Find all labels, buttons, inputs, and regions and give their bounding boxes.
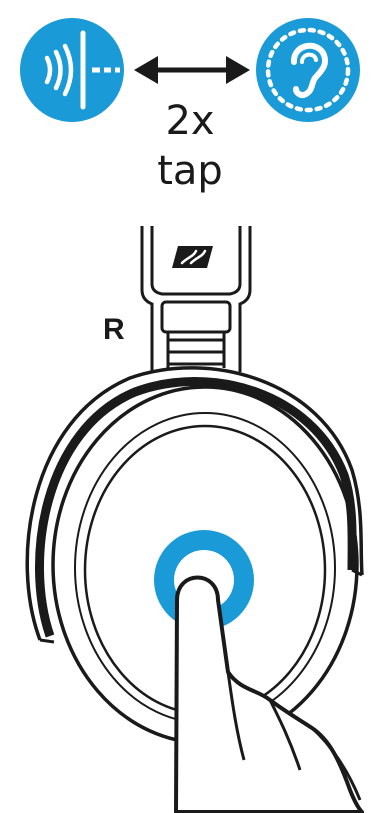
finger-icon — [176, 578, 362, 813]
tap-action-label: tap — [130, 148, 250, 194]
side-indicator-label: R — [103, 313, 125, 347]
brand-logo-icon — [172, 246, 213, 268]
double-arrow-icon — [134, 56, 250, 84]
transparency-sound-icon — [20, 18, 124, 122]
hearing-ear-icon — [256, 18, 360, 122]
tap-count-label: 2x — [130, 98, 250, 144]
